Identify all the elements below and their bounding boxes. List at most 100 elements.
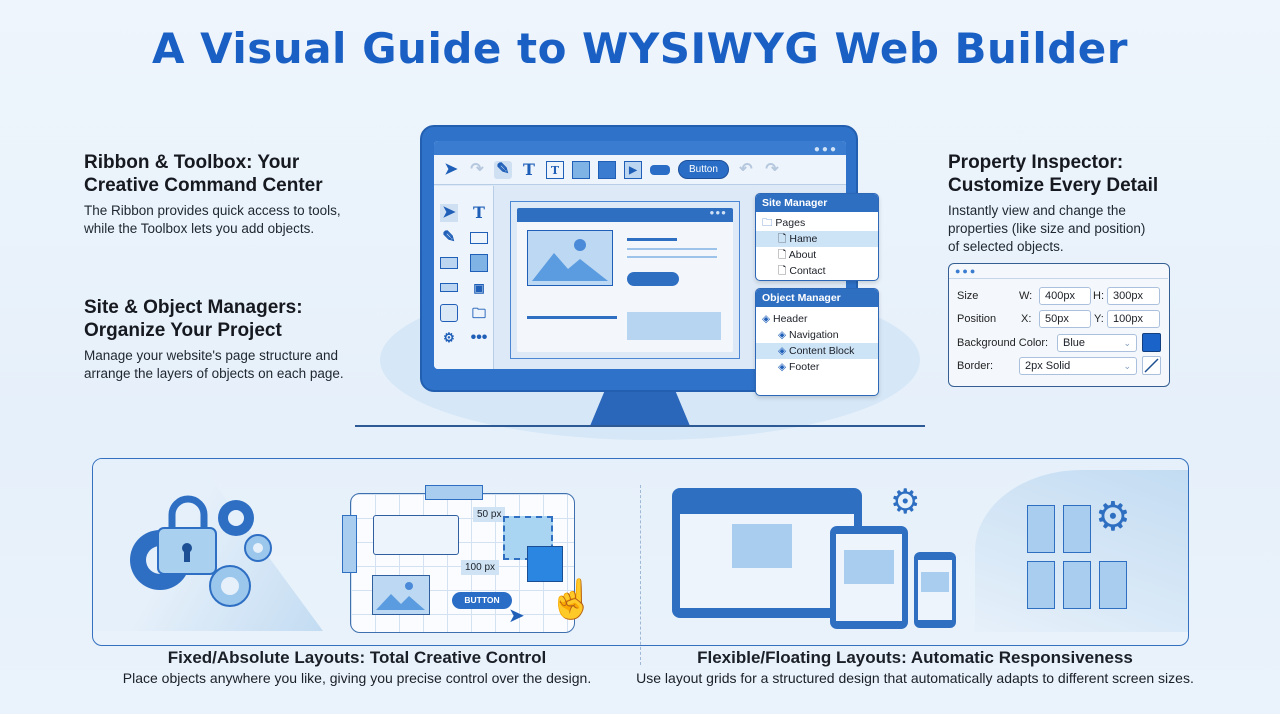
inspector-heading-2: Customize Every Detail <box>948 175 1159 196</box>
brush-tool-icon[interactable]: ✎ <box>442 229 456 246</box>
y-label: Y: <box>1094 313 1104 325</box>
redo-icon[interactable]: ↷ <box>765 160 779 178</box>
button-object[interactable]: BUTTON <box>452 592 512 609</box>
more-icon[interactable]: ••• <box>470 329 488 346</box>
cursor-icon: ➤ <box>508 605 525 627</box>
page-label: Contact <box>789 265 826 277</box>
size-label: Size <box>957 290 979 302</box>
text-tool-icon[interactable]: T <box>473 203 485 222</box>
page-icon: 🗋 <box>778 249 789 261</box>
w-label: W: <box>1019 290 1033 302</box>
inspector-heading-1: Property Inspector: <box>948 152 1124 173</box>
site-manager-panel: Site Manager 🗀 Pages 🗋 Hame 🗋 About 🗋 Co… <box>755 193 879 281</box>
managers-desc-1: Manage your website's page structure and <box>84 348 338 363</box>
undo-icon[interactable]: ↶ <box>739 160 753 178</box>
color-swatch[interactable] <box>1142 333 1161 352</box>
layer-label: Content Block <box>789 345 855 357</box>
button-tool-icon[interactable] <box>440 283 458 292</box>
text-box-object[interactable] <box>373 515 459 555</box>
sync-gears-icon: ⚙ <box>890 483 921 521</box>
image-tool-icon[interactable] <box>470 254 488 272</box>
play-icon[interactable]: ▶ <box>624 160 642 179</box>
layer-item[interactable]: ◈ Header <box>756 311 878 327</box>
page-item[interactable]: 🗋 About <box>756 247 878 263</box>
folder-tool-icon[interactable]: 🗀 <box>472 305 486 321</box>
layers-icon: ◈ <box>778 329 789 341</box>
pages-folder[interactable]: 🗀 Pages <box>756 215 878 231</box>
page-item[interactable]: 🗋 Contact <box>756 263 878 279</box>
y-input[interactable]: 100px <box>1107 310 1160 328</box>
page-icon: 🗋 <box>778 233 790 245</box>
layer-item[interactable]: ◈ Content Block <box>756 343 878 359</box>
background-color-value: Blue <box>1063 337 1086 349</box>
offset-tag-y: 100 px <box>461 560 500 575</box>
managers-heading-1: Site & Object Managers: <box>84 297 303 318</box>
layers-icon: ◈ <box>762 313 773 325</box>
layer-item[interactable]: ◈ Navigation <box>756 327 878 343</box>
border-style-icon[interactable] <box>1142 356 1161 375</box>
select-tool-icon[interactable]: ➤ <box>440 204 458 222</box>
ribbon-desc-1: The Ribbon provides quick access to tool… <box>84 203 341 218</box>
mountain-icon <box>376 582 425 610</box>
webpage-button[interactable] <box>627 272 679 286</box>
page-title: A Visual Guide to WYSIWYG Web Builder <box>152 24 1128 73</box>
monitor-stand <box>590 390 690 426</box>
page-item[interactable]: 🗋 Hame <box>756 231 878 247</box>
site-manager-title: Site Manager <box>756 194 878 212</box>
video-icon[interactable] <box>598 160 616 179</box>
container-tool-icon[interactable] <box>440 304 458 322</box>
position-label: Position <box>957 313 997 325</box>
width-input[interactable]: 400px <box>1039 287 1091 305</box>
ruler-icon <box>425 485 483 500</box>
webpage-header: ●●● <box>517 208 733 222</box>
image-icon[interactable] <box>572 160 590 179</box>
text-line <box>627 248 717 250</box>
canvas-selection[interactable]: ●●● <box>510 201 740 359</box>
lock-icon <box>157 495 217 575</box>
layer-label: Footer <box>789 361 820 373</box>
button-object-icon[interactable] <box>650 164 670 175</box>
chevron-down-icon: ⌄ <box>1123 361 1131 371</box>
media-tool-icon[interactable]: ▣ <box>473 281 485 295</box>
inspector-desc-2: properties (like size and position) <box>948 221 1146 236</box>
managers-section: Site & Object Managers: Organize Your Pr… <box>84 296 344 383</box>
ribbon-heading-1: Ribbon & Toolbox: Your <box>84 152 300 173</box>
flexible-layout-desc: Use layout grids for a structured design… <box>636 670 1194 686</box>
height-input[interactable]: 300px <box>1107 287 1160 305</box>
page-label: About <box>788 249 817 261</box>
h-label: H: <box>1093 290 1104 302</box>
redo-arrow-icon[interactable]: ↷ <box>470 160 484 178</box>
content-block <box>627 312 721 340</box>
text-line <box>627 238 677 241</box>
textbox-icon[interactable]: T <box>546 160 564 179</box>
gear-icon: ⚙ <box>1095 495 1131 539</box>
background-color-select[interactable]: Blue⌄ <box>1057 334 1137 352</box>
image-placeholder <box>732 524 792 568</box>
x-input[interactable]: 50px <box>1039 310 1091 328</box>
brush-icon[interactable]: ✎ <box>494 160 512 179</box>
image-placeholder[interactable] <box>527 230 613 286</box>
dragged-object[interactable] <box>527 546 563 582</box>
ribbon-button[interactable]: Button <box>678 160 729 179</box>
layers-icon: ◈ <box>778 345 789 357</box>
x-label: X: <box>1021 313 1032 325</box>
gear-tool-icon[interactable]: ⚙ <box>443 330 455 345</box>
property-inspector: ●●● Size W: 400px H: 300px Position X: 5… <box>948 263 1170 387</box>
shape-tool-icon[interactable] <box>470 232 488 244</box>
layer-label: Header <box>773 313 808 325</box>
toolbox: ➤ T ✎ ▣ 🗀 ⚙ ••• <box>434 186 494 369</box>
gear-icon <box>244 534 272 562</box>
phone-device <box>914 552 956 628</box>
pointer-icon[interactable]: ➤ <box>444 160 458 178</box>
object-manager-panel: Object Manager ◈ Header ◈ Navigation ◈ C… <box>755 288 879 396</box>
ribbon-heading-2: Creative Command Center <box>84 175 323 196</box>
border-select[interactable]: 2px Solid⌄ <box>1019 357 1137 375</box>
fixed-layout-desc: Place objects anywhere you like, giving … <box>122 670 592 686</box>
image-object[interactable] <box>372 575 430 615</box>
layer-item[interactable]: ◈ Footer <box>756 359 878 375</box>
managers-desc-2: arrange the layers of objects on each pa… <box>84 366 344 381</box>
form-tool-icon[interactable] <box>440 257 458 269</box>
text-icon[interactable]: T <box>523 159 535 179</box>
desktop-device <box>672 488 862 618</box>
managers-heading-2: Organize Your Project <box>84 320 282 341</box>
